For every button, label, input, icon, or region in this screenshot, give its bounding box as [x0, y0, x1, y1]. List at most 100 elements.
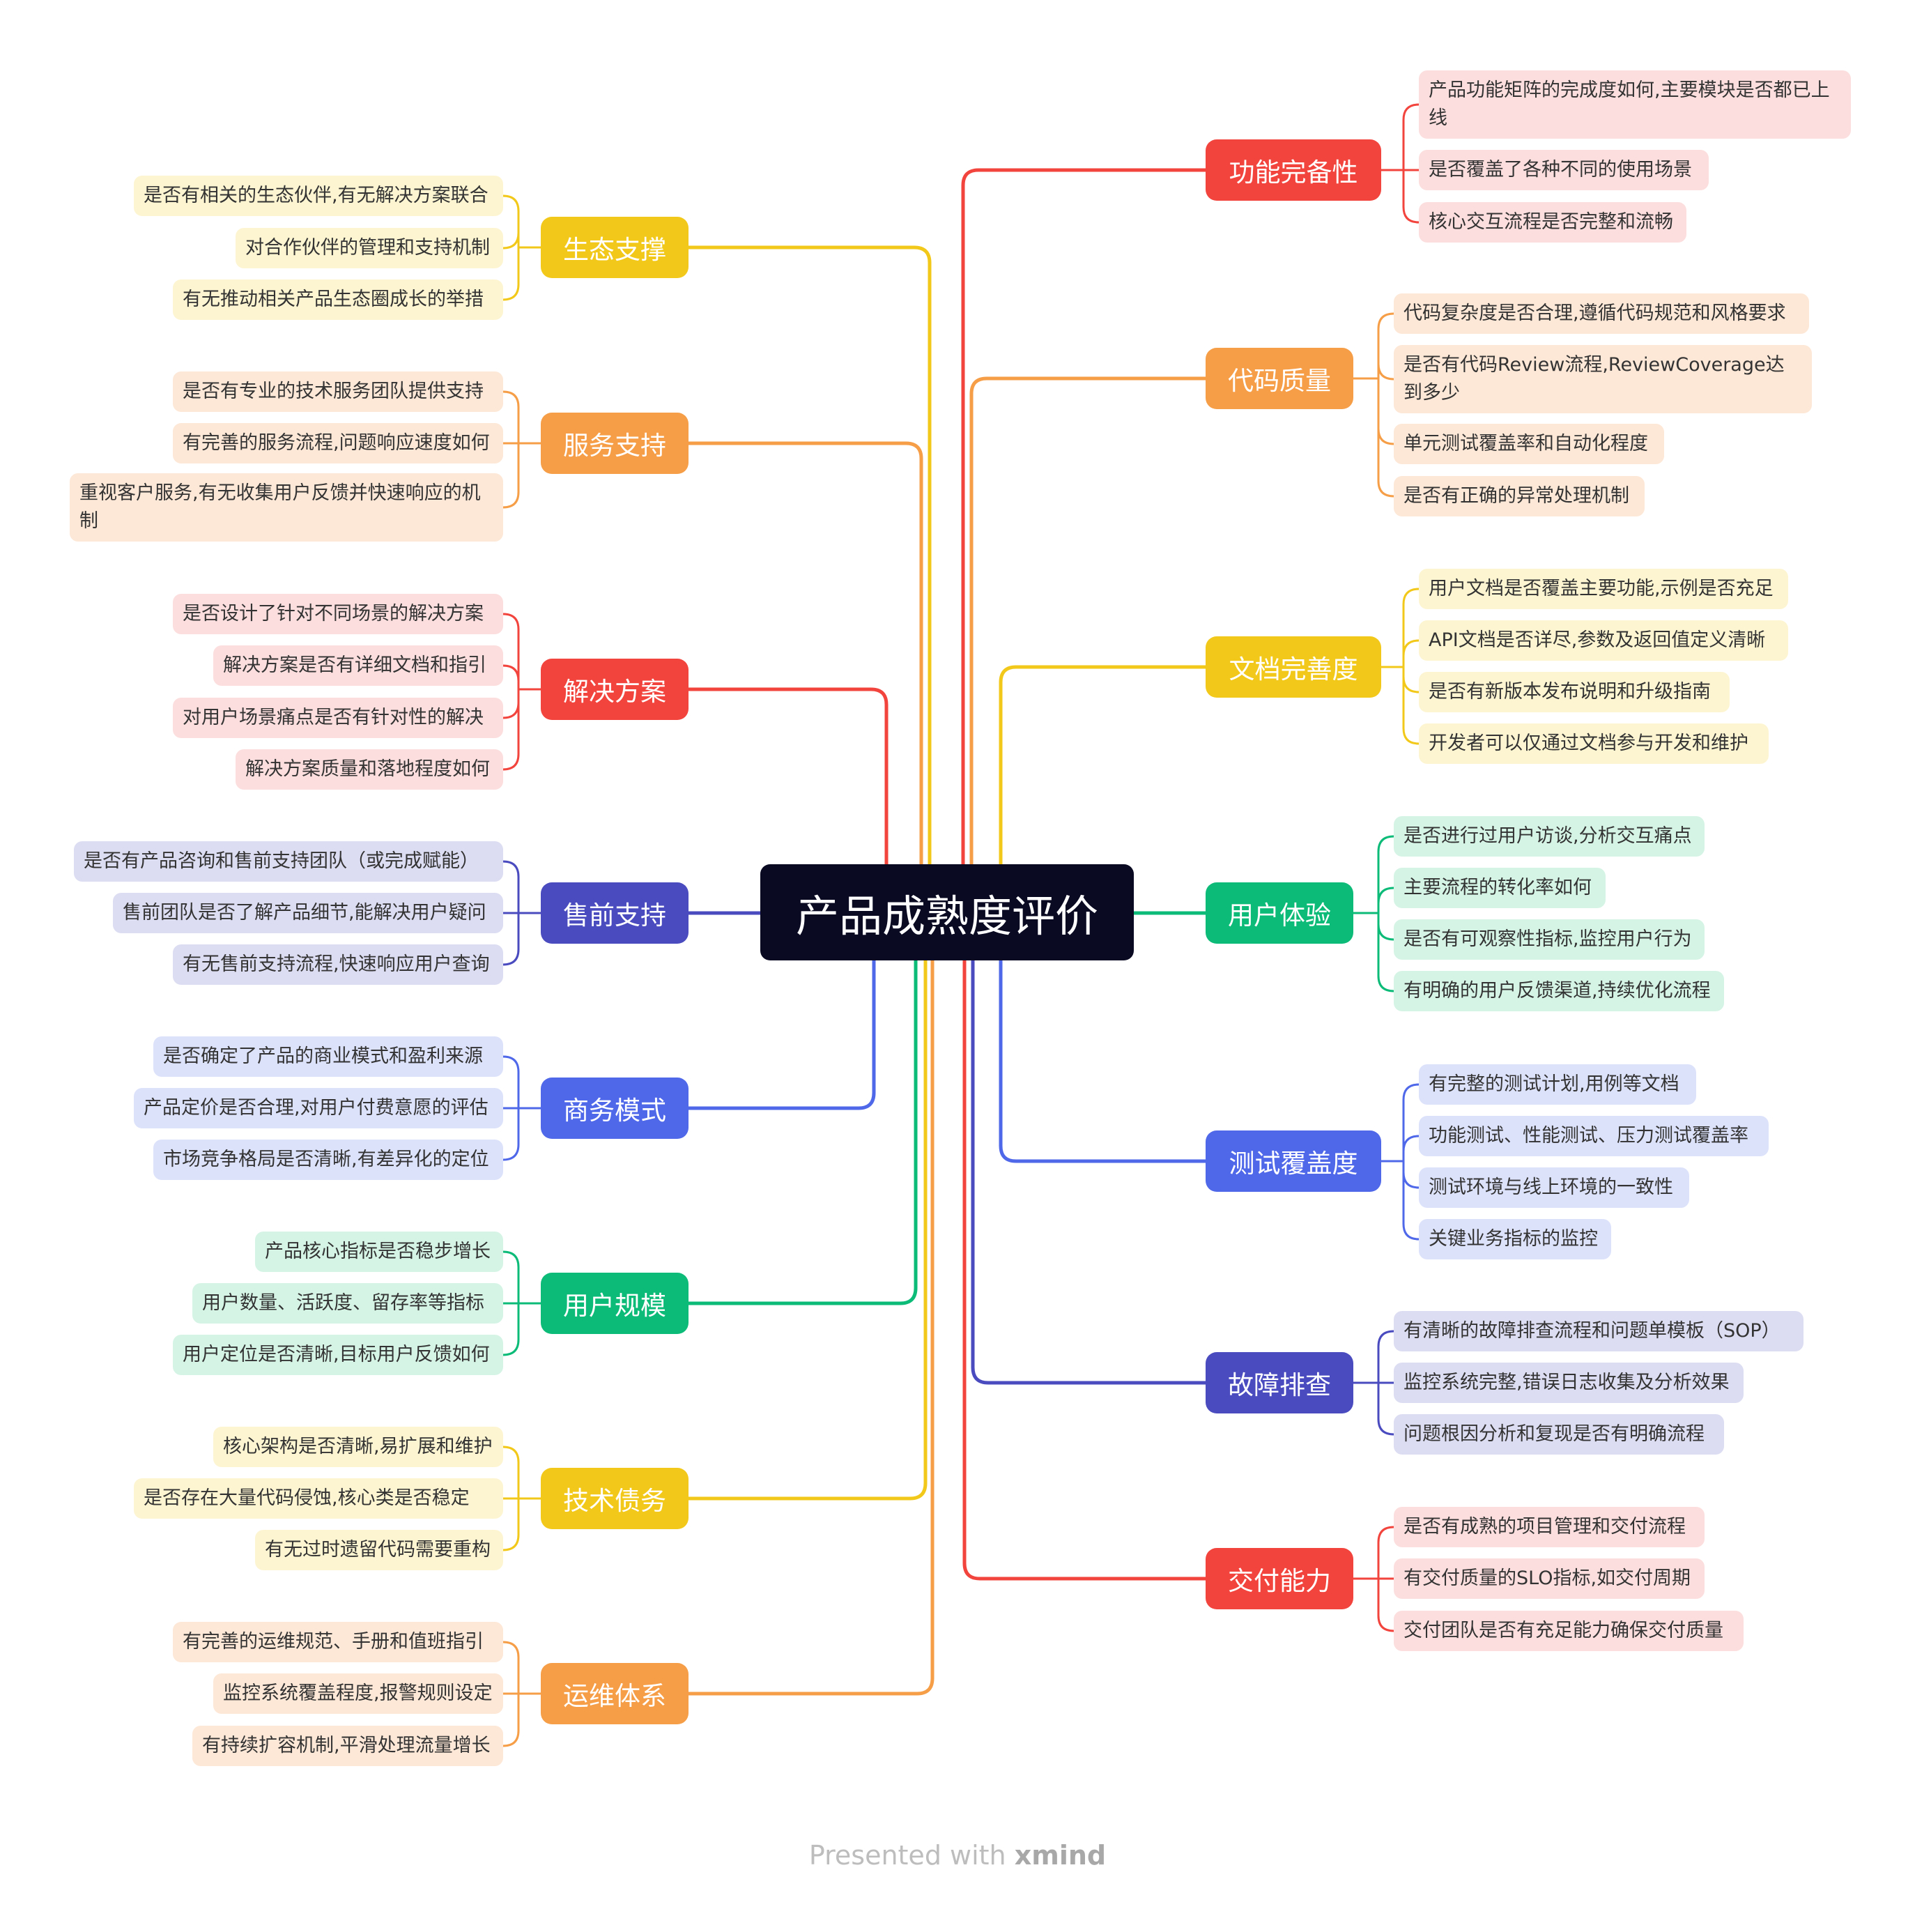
leaf-topic-left-2-1[interactable]: 是否有专业的技术服务团队提供支持: [173, 371, 503, 412]
leaf-topic-right-7-1[interactable]: 是否有成熟的项目管理和交付流程: [1394, 1507, 1705, 1547]
trunk-line-right-3: [999, 665, 1208, 872]
trunk-line-right-7: [962, 953, 1208, 1581]
leaf-topic-right-2-3[interactable]: 单元测试覆盖率和自动化程度: [1394, 424, 1664, 464]
leaf-topic-right-2-2[interactable]: 是否有代码Review流程,ReviewCoverage达到多少: [1394, 345, 1812, 413]
trunk-line-left-3: [686, 687, 889, 872]
leaf-topic-left-7-2[interactable]: 是否存在大量代码侵蚀,核心类是否稳定: [134, 1478, 503, 1519]
leaf-line-left-4-1: [502, 860, 520, 914]
branch-topic-left-2[interactable]: 服务支持: [541, 413, 689, 474]
branch-topic-left-7[interactable]: 技术债务: [541, 1468, 689, 1529]
branch-topic-right-7[interactable]: 交付能力: [1206, 1548, 1353, 1609]
branch-topic-left-5[interactable]: 商务模式: [541, 1078, 689, 1139]
leaf-topic-left-4-3[interactable]: 有无售前支持流程,快速响应用户查询: [173, 944, 503, 985]
leaf-line-left-8-1: [502, 1641, 520, 1695]
leaf-topic-left-1-3[interactable]: 有无推动相关产品生态圈成长的举措: [173, 279, 503, 320]
leaf-topic-right-2-1[interactable]: 代码复杂度是否合理,遵循代码规范和风格要求: [1394, 293, 1809, 334]
leaf-topic-left-1-1[interactable]: 是否有相关的生态伙伴,有无解决方案联合: [134, 176, 503, 216]
trunk-line-left-5: [686, 953, 876, 1110]
leaf-topic-left-3-3[interactable]: 对用户场景痛点是否有针对性的解决: [173, 698, 503, 738]
leaf-topic-left-2-3[interactable]: 重视客户服务,有无收集用户反馈并快速响应的机制: [70, 473, 503, 542]
leaf-topic-right-6-3[interactable]: 问题根因分析和复现是否有明确流程: [1394, 1414, 1724, 1455]
trunk-line-right-6: [971, 953, 1208, 1385]
leaf-topic-right-1-3[interactable]: 核心交互流程是否完整和流畅: [1419, 202, 1686, 243]
leaf-line-right-6-1: [1377, 1330, 1395, 1384]
leaf-topic-right-5-4[interactable]: 关键业务指标的监控: [1419, 1219, 1611, 1259]
leaf-topic-left-3-4[interactable]: 解决方案质量和落地程度如何: [236, 749, 503, 790]
leaf-topic-right-1-2[interactable]: 是否覆盖了各种不同的使用场景: [1419, 150, 1709, 190]
leaf-topic-right-4-2[interactable]: 主要流程的转化率如何: [1394, 868, 1606, 908]
leaf-topic-left-3-2[interactable]: 解决方案是否有详细文档和指引: [213, 645, 503, 686]
leaf-line-right-2-3: [1377, 377, 1395, 445]
leaf-topic-right-5-1[interactable]: 有完整的测试计划,用例等文档: [1419, 1064, 1696, 1105]
branch-topic-left-4[interactable]: 售前支持: [541, 882, 689, 944]
leaf-line-right-5-4: [1402, 1160, 1420, 1241]
leaf-topic-right-7-3[interactable]: 交付团队是否有充足能力确保交付质量: [1394, 1611, 1744, 1651]
leaf-topic-left-8-1[interactable]: 有完善的运维规范、手册和值班指引: [173, 1622, 503, 1662]
leaf-topic-left-5-1[interactable]: 是否确定了产品的商业模式和盈利来源: [153, 1036, 503, 1077]
leaf-topic-right-5-2[interactable]: 功能测试、性能测试、压力测试覆盖率: [1419, 1116, 1769, 1156]
leaf-line-right-7-1: [1377, 1526, 1395, 1580]
leaf-topic-right-3-1[interactable]: 用户文档是否覆盖主要功能,示例是否充足: [1419, 569, 1788, 609]
leaf-topic-left-7-3[interactable]: 有无过时遗留代码需要重构: [255, 1530, 503, 1570]
leaf-topic-left-5-2[interactable]: 产品定价是否合理,对用户付费意愿的评估: [134, 1088, 503, 1128]
trunk-line-left-8: [686, 953, 935, 1696]
leaf-line-right-2-2: [1377, 363, 1395, 381]
leaf-topic-left-2-2[interactable]: 有完善的服务流程,问题响应速度如何: [173, 423, 503, 463]
leaf-topic-right-3-2[interactable]: API文档是否详尽,参数及返回值定义清晰: [1419, 620, 1788, 661]
leaf-topic-right-4-1[interactable]: 是否进行过用户访谈,分析交互痛点: [1394, 816, 1705, 857]
leaf-topic-left-1-2[interactable]: 对合作伙伴的管理和支持机制: [236, 228, 503, 268]
leaf-topic-right-3-3[interactable]: 是否有新版本发布说明和升级指南: [1419, 672, 1730, 712]
leaf-topic-right-7-2[interactable]: 有交付质量的SLO指标,如交付周期: [1394, 1558, 1705, 1599]
branch-topic-right-1[interactable]: 功能完备性: [1206, 139, 1381, 201]
branch-topic-left-3[interactable]: 解决方案: [541, 659, 689, 720]
leaf-topic-left-7-1[interactable]: 核心架构是否清晰,易扩展和维护: [213, 1427, 503, 1467]
leaf-line-right-5-2: [1402, 1135, 1420, 1163]
leaf-line-right-4-1: [1377, 835, 1395, 914]
watermark-brand: xmind: [1014, 1840, 1107, 1871]
trunk-line-left-7: [686, 953, 928, 1501]
central-topic[interactable]: 产品成熟度评价: [760, 864, 1134, 960]
leaf-topic-left-3-1[interactable]: 是否设计了针对不同场景的解决方案: [173, 594, 503, 634]
trunk-line-left-2: [686, 441, 923, 872]
leaf-topic-left-4-2[interactable]: 售前团队是否了解产品细节,能解决用户疑问: [113, 893, 503, 933]
leaf-topic-left-8-3[interactable]: 有持续扩容机制,平滑处理流量增长: [192, 1726, 503, 1766]
branch-topic-left-1[interactable]: 生态支撑: [541, 217, 689, 278]
leaf-line-right-3-1: [1402, 588, 1420, 668]
leaf-topic-right-5-3[interactable]: 测试环境与线上环境的一致性: [1419, 1167, 1689, 1208]
leaf-topic-right-6-2[interactable]: 监控系统完整,错误日志收集及分析效果: [1394, 1363, 1744, 1403]
leaf-topic-left-6-3[interactable]: 用户定位是否清晰,目标用户反馈如何: [173, 1335, 503, 1375]
leaf-topic-right-1-1[interactable]: 产品功能矩阵的完成度如何,主要模块是否都已上线: [1419, 70, 1851, 139]
leaf-topic-right-2-4[interactable]: 是否有正确的异常处理机制: [1394, 476, 1645, 516]
leaf-topic-right-3-4[interactable]: 开发者可以仅通过文档参与开发和维护: [1419, 723, 1769, 764]
leaf-line-left-8-3: [502, 1692, 520, 1747]
branch-topic-right-3[interactable]: 文档完善度: [1206, 636, 1381, 698]
leaf-topic-left-6-1[interactable]: 产品核心指标是否稳步增长: [255, 1232, 503, 1272]
leaf-topic-left-5-3[interactable]: 市场竞争格局是否清晰,有差异化的定位: [153, 1140, 503, 1180]
leaf-line-left-2-1: [502, 390, 520, 445]
leaf-line-right-4-2: [1377, 887, 1395, 914]
leaf-line-right-4-3: [1377, 912, 1395, 941]
leaf-topic-right-4-4[interactable]: 有明确的用户反馈渠道,持续优化流程: [1394, 971, 1724, 1011]
leaf-topic-left-4-1[interactable]: 是否有产品咨询和售前支持团队（或完成赋能）: [74, 841, 503, 882]
branch-topic-right-6[interactable]: 故障排查: [1206, 1352, 1353, 1413]
leaf-line-left-1-2: [502, 232, 520, 250]
leaf-topic-left-6-2[interactable]: 用户数量、活跃度、留存率等指标: [192, 1283, 503, 1324]
leaf-line-left-6-3: [502, 1302, 520, 1356]
branch-topic-right-5[interactable]: 测试覆盖度: [1206, 1130, 1381, 1192]
leaf-line-right-5-1: [1402, 1083, 1420, 1163]
leaf-line-right-3-3: [1402, 666, 1420, 693]
leaf-topic-right-6-1[interactable]: 有清晰的故障排查流程和问题单模板（SOP）: [1394, 1311, 1804, 1351]
trunk-line-left-1: [686, 245, 932, 872]
leaf-topic-right-4-3[interactable]: 是否有可观察性指标,监控用户行为: [1394, 919, 1705, 960]
leaf-line-left-7-1: [502, 1446, 520, 1500]
leaf-line-left-3-3: [502, 688, 520, 719]
leaf-line-right-6-3: [1377, 1381, 1395, 1436]
branch-topic-left-6[interactable]: 用户规模: [541, 1273, 689, 1334]
branch-topic-right-2[interactable]: 代码质量: [1206, 348, 1353, 409]
leaf-topic-left-8-2[interactable]: 监控系统覆盖程度,报警规则设定: [213, 1673, 503, 1714]
branch-topic-right-4[interactable]: 用户体验: [1206, 882, 1353, 944]
branch-topic-left-8[interactable]: 运维体系: [541, 1663, 689, 1724]
leaf-line-left-7-3: [502, 1497, 520, 1551]
